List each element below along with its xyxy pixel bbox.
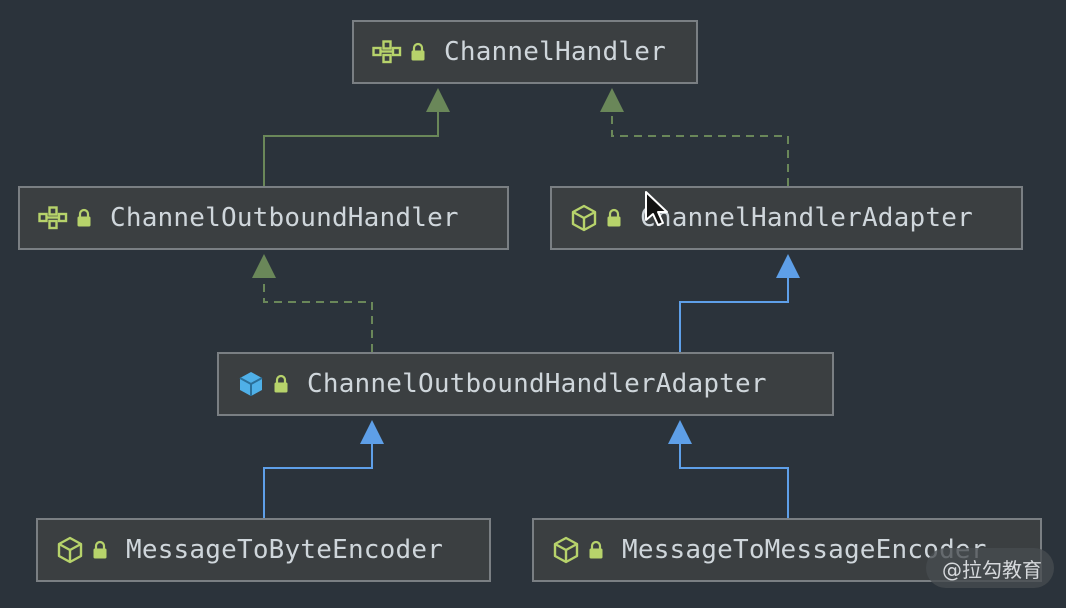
edge-line-channel-outbound-handler-adapter-to-channel-handler-adapter xyxy=(679,276,789,352)
node-label: ChannelOutboundHandlerAdapter xyxy=(307,369,767,399)
edge-line-message-to-message-encoder-to-channel-outbound-handler-adapter xyxy=(679,442,789,518)
lock-icon xyxy=(606,208,622,228)
edge-arrowhead-channel-outbound-handler-to-channel-handler xyxy=(426,88,450,112)
node-label: MessageToMessageEncoder xyxy=(622,535,987,565)
interface-icon xyxy=(372,40,402,64)
edge-line-channel-outbound-handler-to-channel-handler xyxy=(263,110,439,186)
edges-layer xyxy=(252,88,800,518)
node-channel-handler-adapter[interactable]: ChannelHandlerAdapter xyxy=(550,186,1023,250)
edge-line-message-to-byte-encoder-to-channel-outbound-handler-adapter xyxy=(263,442,373,518)
edge-line-channel-outbound-handler-adapter-to-channel-outbound-handler xyxy=(263,276,373,352)
edge-line-channel-handler-adapter-to-channel-handler xyxy=(611,110,789,186)
abstract-class-icon xyxy=(570,204,598,232)
node-message-to-byte-encoder[interactable]: MessageToByteEncoder xyxy=(36,518,491,582)
node-label: ChannelHandlerAdapter xyxy=(640,203,973,233)
lock-icon xyxy=(76,208,92,228)
node-channel-outbound-handler-adapter[interactable]: ChannelOutboundHandlerAdapter xyxy=(217,352,834,416)
edge-arrowhead-message-to-message-encoder-to-channel-outbound-handler-adapter xyxy=(668,420,692,444)
mouse-pointer-icon xyxy=(645,191,668,226)
node-channel-handler[interactable]: ChannelHandler xyxy=(352,20,698,84)
node-label: MessageToByteEncoder xyxy=(126,535,444,565)
node-label: ChannelOutboundHandler xyxy=(110,203,459,233)
edge-arrowhead-message-to-byte-encoder-to-channel-outbound-handler-adapter xyxy=(360,420,384,444)
edge-arrowhead-channel-outbound-handler-adapter-to-channel-outbound-handler xyxy=(252,254,276,278)
interface-icon xyxy=(38,206,68,230)
edge-arrowhead-channel-outbound-handler-adapter-to-channel-handler-adapter xyxy=(776,254,800,278)
abstract-class-icon xyxy=(552,536,580,564)
watermark: @拉勾教育 xyxy=(926,548,1054,588)
node-channel-outbound-handler[interactable]: ChannelOutboundHandler xyxy=(18,186,509,250)
node-label: ChannelHandler xyxy=(444,37,666,67)
lock-icon xyxy=(273,374,289,394)
abstract-class-icon xyxy=(56,536,84,564)
lock-icon xyxy=(92,540,108,560)
lock-icon xyxy=(588,540,604,560)
edge-arrowhead-channel-handler-adapter-to-channel-handler xyxy=(600,88,624,112)
lock-icon xyxy=(410,42,426,62)
class-icon xyxy=(237,370,265,398)
